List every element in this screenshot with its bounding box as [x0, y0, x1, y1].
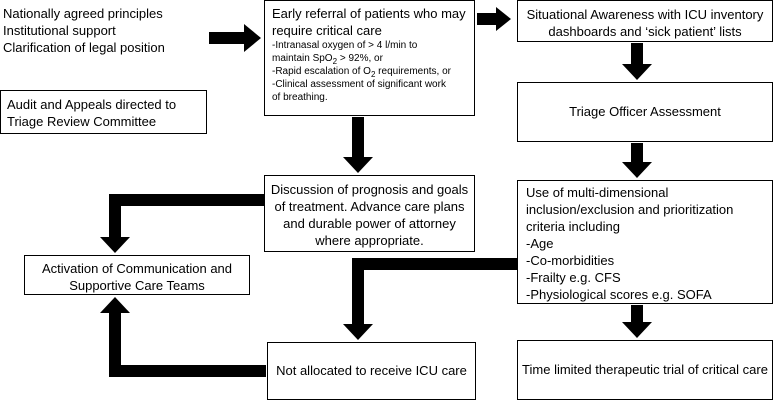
arrow-referral-to-situational — [477, 7, 511, 31]
discussion-line-3: and durable power of attorney — [283, 216, 456, 231]
arrow-triage-to-criteria — [622, 143, 652, 178]
criterion-escalation: -Rapid escalation of O2 requirements, or — [272, 66, 451, 79]
situational-awareness-box: Situational Awareness with ICU inventory… — [517, 0, 773, 42]
early-referral-title-1: Early referral of patients who may — [272, 6, 466, 21]
criteria-item-comorbidities: -Co-morbidities — [526, 253, 615, 268]
arrow-referral-to-discussion — [343, 117, 373, 173]
principles-text-block: Nationally agreed principles Institution… — [3, 5, 208, 56]
audit-box: Audit and Appeals directed to Triage Rev… — [0, 90, 207, 134]
criterion-oxygen-line-1: -Intranasal oxygen of > 4 l/min to — [272, 40, 418, 51]
arrow-not-allocated-to-activation — [100, 297, 266, 377]
criterion-work-of-breathing-1: -Clinical assessment of significant work — [272, 79, 446, 90]
criteria-box: Use of multi-dimensional inclusion/exclu… — [517, 180, 773, 304]
activation-line-2: Supportive Care Teams — [69, 278, 205, 293]
principles-line-1: Nationally agreed principles — [3, 6, 163, 21]
arrow-principles-to-referral — [209, 24, 261, 52]
principles-line-2: Institutional support — [3, 23, 116, 38]
early-referral-box: Early referral of patients who may requi… — [264, 0, 475, 116]
early-referral-title-2: require critical care — [272, 23, 382, 38]
principles-line-3: Clarification of legal position — [3, 40, 165, 55]
activation-line-1: Activation of Communication and — [41, 261, 233, 276]
discussion-box: Discussion of prognosis and goals of tre… — [264, 175, 475, 252]
arrow-criteria-to-trial — [622, 305, 652, 338]
triage-officer-box: Triage Officer Assessment — [517, 82, 773, 142]
criteria-item-frailty: -Frailty e.g. CFS — [526, 270, 621, 285]
situational-line-2: dashboards and ‘sick patient’ lists — [548, 24, 742, 39]
criterion-oxygen-line-2: maintain SpO2 > 92%, or — [272, 53, 383, 66]
activation-box: Activation of Communication and Supporti… — [24, 255, 250, 295]
triage-officer-label: Triage Officer Assessment — [569, 104, 721, 119]
not-allocated-label: Not allocated to receive ICU care — [276, 363, 467, 378]
criteria-line-1: Use of multi-dimensional — [526, 185, 669, 200]
not-allocated-box: Not allocated to receive ICU care — [267, 342, 476, 400]
criteria-item-physiological: -Physiological scores e.g. SOFA — [526, 287, 712, 302]
discussion-line-2: of treatment. Advance care plans — [274, 199, 465, 214]
discussion-line-4: where appropriate. — [315, 233, 424, 248]
audit-line-2: Triage Review Committee — [7, 114, 157, 129]
arrow-criteria-to-not-allocated — [343, 258, 517, 340]
audit-line-1: Audit and Appeals directed to — [7, 97, 177, 112]
arrow-situational-to-triage — [622, 43, 652, 80]
arrow-discussion-to-activation — [100, 194, 264, 253]
situational-line-1: Situational Awareness with ICU inventory — [526, 7, 764, 22]
criteria-line-2: inclusion/exclusion and prioritization — [526, 202, 734, 217]
discussion-line-1: Discussion of prognosis and goals — [270, 182, 469, 197]
time-limited-trial-label: Time limited therapeutic trial of critic… — [522, 362, 768, 377]
time-limited-trial-box: Time limited therapeutic trial of critic… — [517, 340, 773, 400]
criteria-item-age: -Age — [526, 236, 554, 251]
criterion-work-of-breathing-2: of breathing. — [272, 92, 328, 103]
criteria-line-3: criteria including — [526, 219, 620, 234]
